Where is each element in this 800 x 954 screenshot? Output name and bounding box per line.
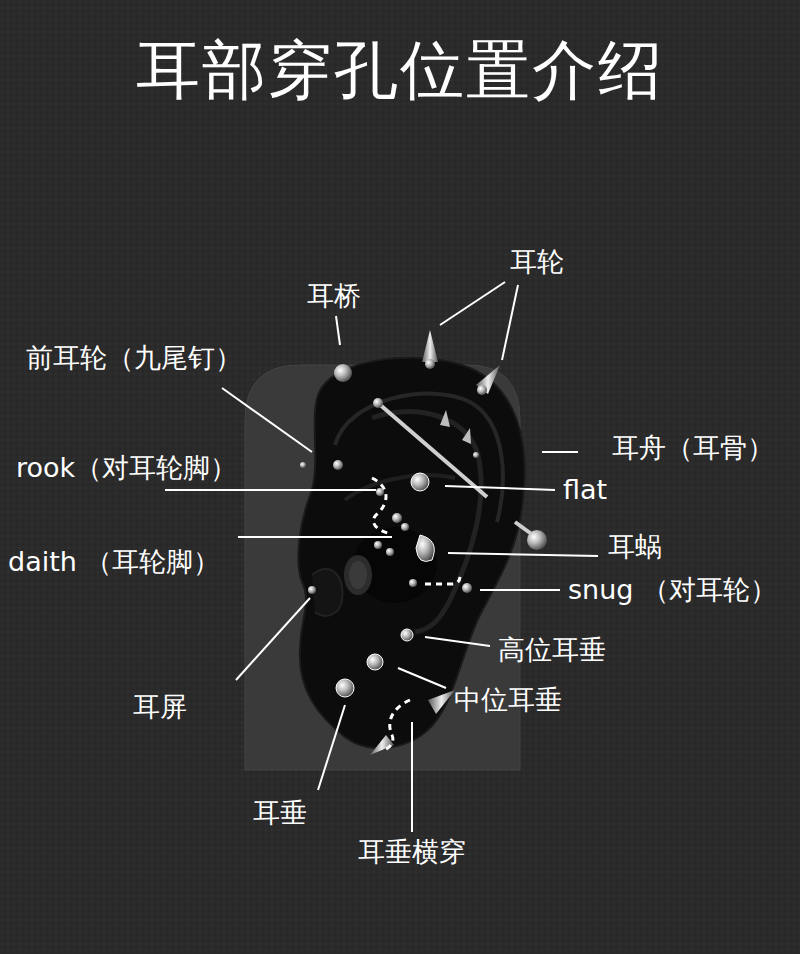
part-label: 耳舟（耳骨） bbox=[612, 433, 774, 463]
part-label: 中位耳垂 bbox=[454, 685, 562, 715]
part-label: 耳蜗 bbox=[608, 532, 662, 562]
part-label: 前耳轮（九尾钉） bbox=[26, 343, 242, 373]
part-label: 耳垂横穿 bbox=[358, 837, 466, 867]
title: 耳部穿孔位置介绍 bbox=[136, 35, 664, 105]
part-label: daith （耳轮脚） bbox=[8, 547, 220, 577]
part-label: 耳垂 bbox=[253, 798, 307, 828]
part-label: 耳轮 bbox=[510, 247, 564, 277]
dashed-path bbox=[372, 478, 460, 750]
part-label: 耳屏 bbox=[133, 692, 187, 722]
part-label: 高位耳垂 bbox=[498, 635, 606, 665]
part-label: 耳桥 bbox=[307, 281, 361, 311]
part-label: rook（对耳轮脚） bbox=[16, 453, 237, 483]
part-label: snug （对耳轮） bbox=[568, 575, 777, 605]
part-label: flat bbox=[563, 475, 607, 505]
